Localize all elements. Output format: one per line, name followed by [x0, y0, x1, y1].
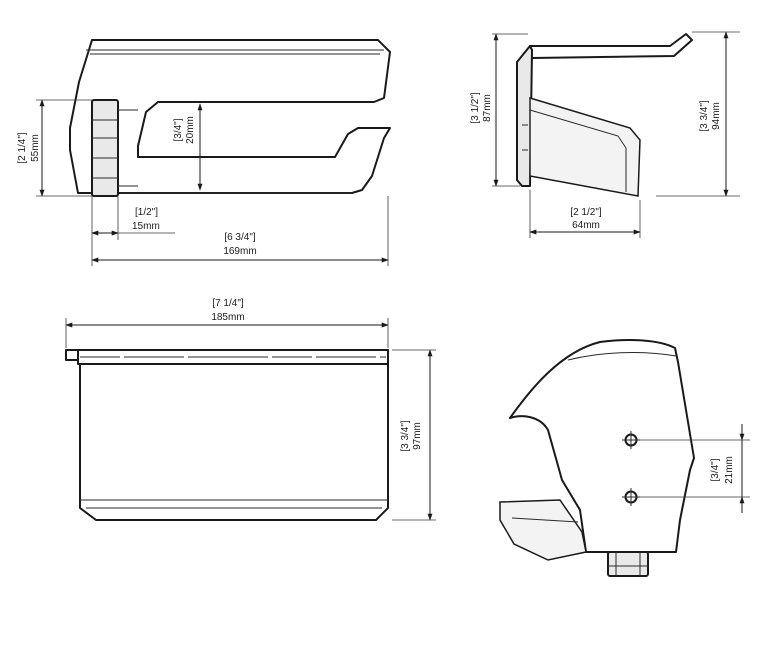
dim-rear-hole-spacing-imperial: [3/4"] — [710, 458, 721, 481]
dim-side-depth-imperial: [2 1/2"] — [570, 207, 602, 218]
rear-view-hole-upper — [622, 431, 640, 449]
front-view-mount-block-lines — [92, 119, 118, 179]
dim-side-height-outer: [3 3/4"] 94mm — [656, 31, 740, 197]
rear-view-hole-lower — [622, 488, 640, 506]
rear-view — [499, 339, 695, 577]
rear-view-mount-block-lines — [608, 552, 648, 576]
dim-side-height-inner-metric: 87mm — [482, 94, 493, 122]
dim-top-depth-imperial: [3 3/4"] — [400, 420, 411, 452]
dim-side-height-inner-imperial: [3 1/2"] — [470, 92, 481, 124]
dim-front-height: [2 1/4"] 55mm — [17, 99, 92, 197]
dim-side-height-outer-imperial: [3 3/4"] — [699, 100, 710, 132]
dim-front-height-metric: 55mm — [30, 134, 41, 162]
dim-top-width-imperial: [7 1/4"] — [212, 298, 244, 309]
dim-side-depth: [2 1/2"] 64mm — [529, 190, 641, 238]
dim-side-height-outer-metric: 94mm — [711, 102, 722, 130]
dim-front-gap-metric: 20mm — [185, 116, 196, 144]
dim-front-offset-metric: 15mm — [132, 221, 160, 232]
side-view-body — [529, 96, 641, 197]
top-view-body — [79, 363, 389, 521]
dim-rear-hole-spacing: [3/4"] 21mm — [640, 424, 750, 513]
dim-front-width: [6 3/4"] 169mm — [91, 196, 389, 266]
dim-side-depth-metric: 64mm — [572, 220, 600, 231]
dim-top-depth: [3 3/4"] 97mm — [392, 349, 436, 521]
rear-view-top-band — [567, 352, 677, 361]
dim-front-width-imperial: [6 3/4"] — [224, 232, 256, 243]
top-view-front-edge — [80, 499, 388, 509]
dim-top-depth-metric: 97mm — [412, 422, 423, 450]
dim-side-height-inner: [3 1/2"] 87mm — [470, 33, 528, 187]
rear-view-wing-edge — [511, 517, 579, 523]
front-view — [69, 39, 391, 197]
dim-top-width: [7 1/4"] 185mm — [65, 298, 389, 348]
dim-rear-hole-spacing-metric: 21mm — [724, 456, 735, 484]
front-view-plate — [118, 109, 138, 187]
side-view — [516, 33, 693, 197]
side-view-top-arm — [529, 33, 693, 59]
dim-front-height-imperial: [2 1/4"] — [17, 132, 28, 164]
side-view-body-edge — [529, 98, 627, 192]
dim-front-offset: [1/2"] 15mm — [91, 196, 175, 266]
dim-front-offset-imperial: [1/2"] — [135, 207, 158, 218]
top-view — [65, 349, 389, 521]
front-view-body — [69, 39, 391, 194]
rear-view-outline — [509, 339, 695, 553]
rear-view-bottom-wing — [499, 499, 587, 561]
dim-front-width-metric: 169mm — [223, 246, 256, 257]
dim-front-gap: [3/4"] 20mm — [173, 103, 203, 191]
dim-front-gap-imperial: [3/4"] — [173, 118, 184, 141]
rear-view-mount-block — [607, 551, 649, 577]
top-view-tab — [65, 349, 79, 361]
side-view-ticks — [522, 124, 528, 151]
front-view-mount-block — [91, 99, 119, 197]
dim-top-width-metric: 185mm — [211, 312, 244, 323]
